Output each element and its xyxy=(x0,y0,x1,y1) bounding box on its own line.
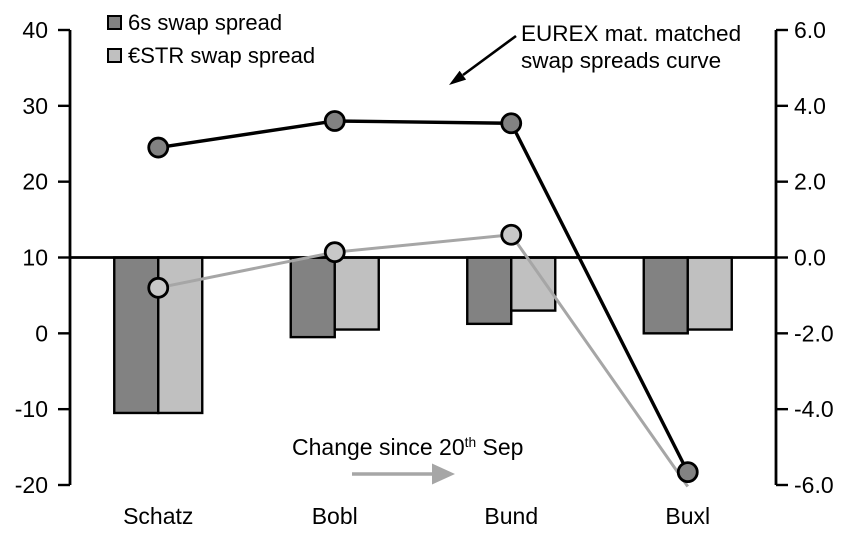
left-axis-label: 20 xyxy=(22,169,48,195)
sixs-marker-bobl xyxy=(323,110,346,132)
change-annotation-suffix: Sep xyxy=(476,434,524,460)
category-label-schatz: Schatz xyxy=(123,503,193,529)
right-axis-label: 4.0 xyxy=(794,93,826,119)
change-annotation-sup: th xyxy=(464,435,477,451)
sixs-curve-line xyxy=(157,119,690,473)
curve-annotation-line2: swap spreads curve xyxy=(521,48,722,73)
right-axis-label: 0.0 xyxy=(794,245,826,271)
estr-marker-bobl xyxy=(323,241,346,264)
left-axis-label: -10 xyxy=(15,396,48,422)
right-axis-label: -4.0 xyxy=(794,396,834,422)
legend-label-estr: €STR swap spread xyxy=(128,42,316,68)
category-label-bobl: Bobl xyxy=(312,503,358,529)
left-axis-label: 40 xyxy=(22,17,48,43)
bar-6s-bund xyxy=(466,256,513,326)
legend-label-6s: 6s swap spread xyxy=(128,9,283,35)
right-axis-label: -2.0 xyxy=(794,320,834,346)
right-axis-label: 6.0 xyxy=(794,17,826,43)
legend-swatch-light xyxy=(107,48,122,63)
bar-estr-bobl xyxy=(333,256,380,331)
curve-annotation-arrowhead xyxy=(449,70,467,85)
left-axis-label: -20 xyxy=(15,472,48,498)
bar-6s-buxl xyxy=(642,256,689,335)
estr-marker-schatz xyxy=(147,276,170,299)
legend-swatch-dark xyxy=(107,15,122,30)
left-axis-label: 10 xyxy=(22,245,48,271)
left-axis-label: 0 xyxy=(35,320,48,346)
right-axis-label: -6.0 xyxy=(794,472,834,498)
category-label-buxl: Buxl xyxy=(665,503,710,529)
bar-estr-buxl xyxy=(686,256,733,331)
bar-6s-bobl xyxy=(289,256,336,339)
curve-annotation: EUREX mat. matched swap spreads curve xyxy=(521,20,741,74)
category-label-bund: Bund xyxy=(484,503,538,529)
change-annotation-text: Change since 20 xyxy=(292,434,465,460)
legend: 6s swap spread €STR swap spread xyxy=(107,10,315,68)
sixs-marker-bund xyxy=(500,112,523,135)
curve-annotation-line1: EUREX mat. matched xyxy=(521,21,742,46)
legend-item-estr: €STR swap spread xyxy=(107,43,315,68)
change-annotation: Change since 20th Sep xyxy=(292,436,523,459)
sixs-marker-buxl xyxy=(676,461,699,484)
change-arrowhead xyxy=(432,463,455,485)
right-axis-label: 2.0 xyxy=(794,169,826,195)
curve-annotation-arrow xyxy=(462,34,517,77)
sixs-marker-schatz xyxy=(147,136,170,159)
estr-curve-line xyxy=(157,233,689,488)
left-axis-label: 30 xyxy=(22,93,48,119)
estr-marker-bund xyxy=(500,223,523,246)
legend-item-6s: 6s swap spread xyxy=(107,10,315,35)
